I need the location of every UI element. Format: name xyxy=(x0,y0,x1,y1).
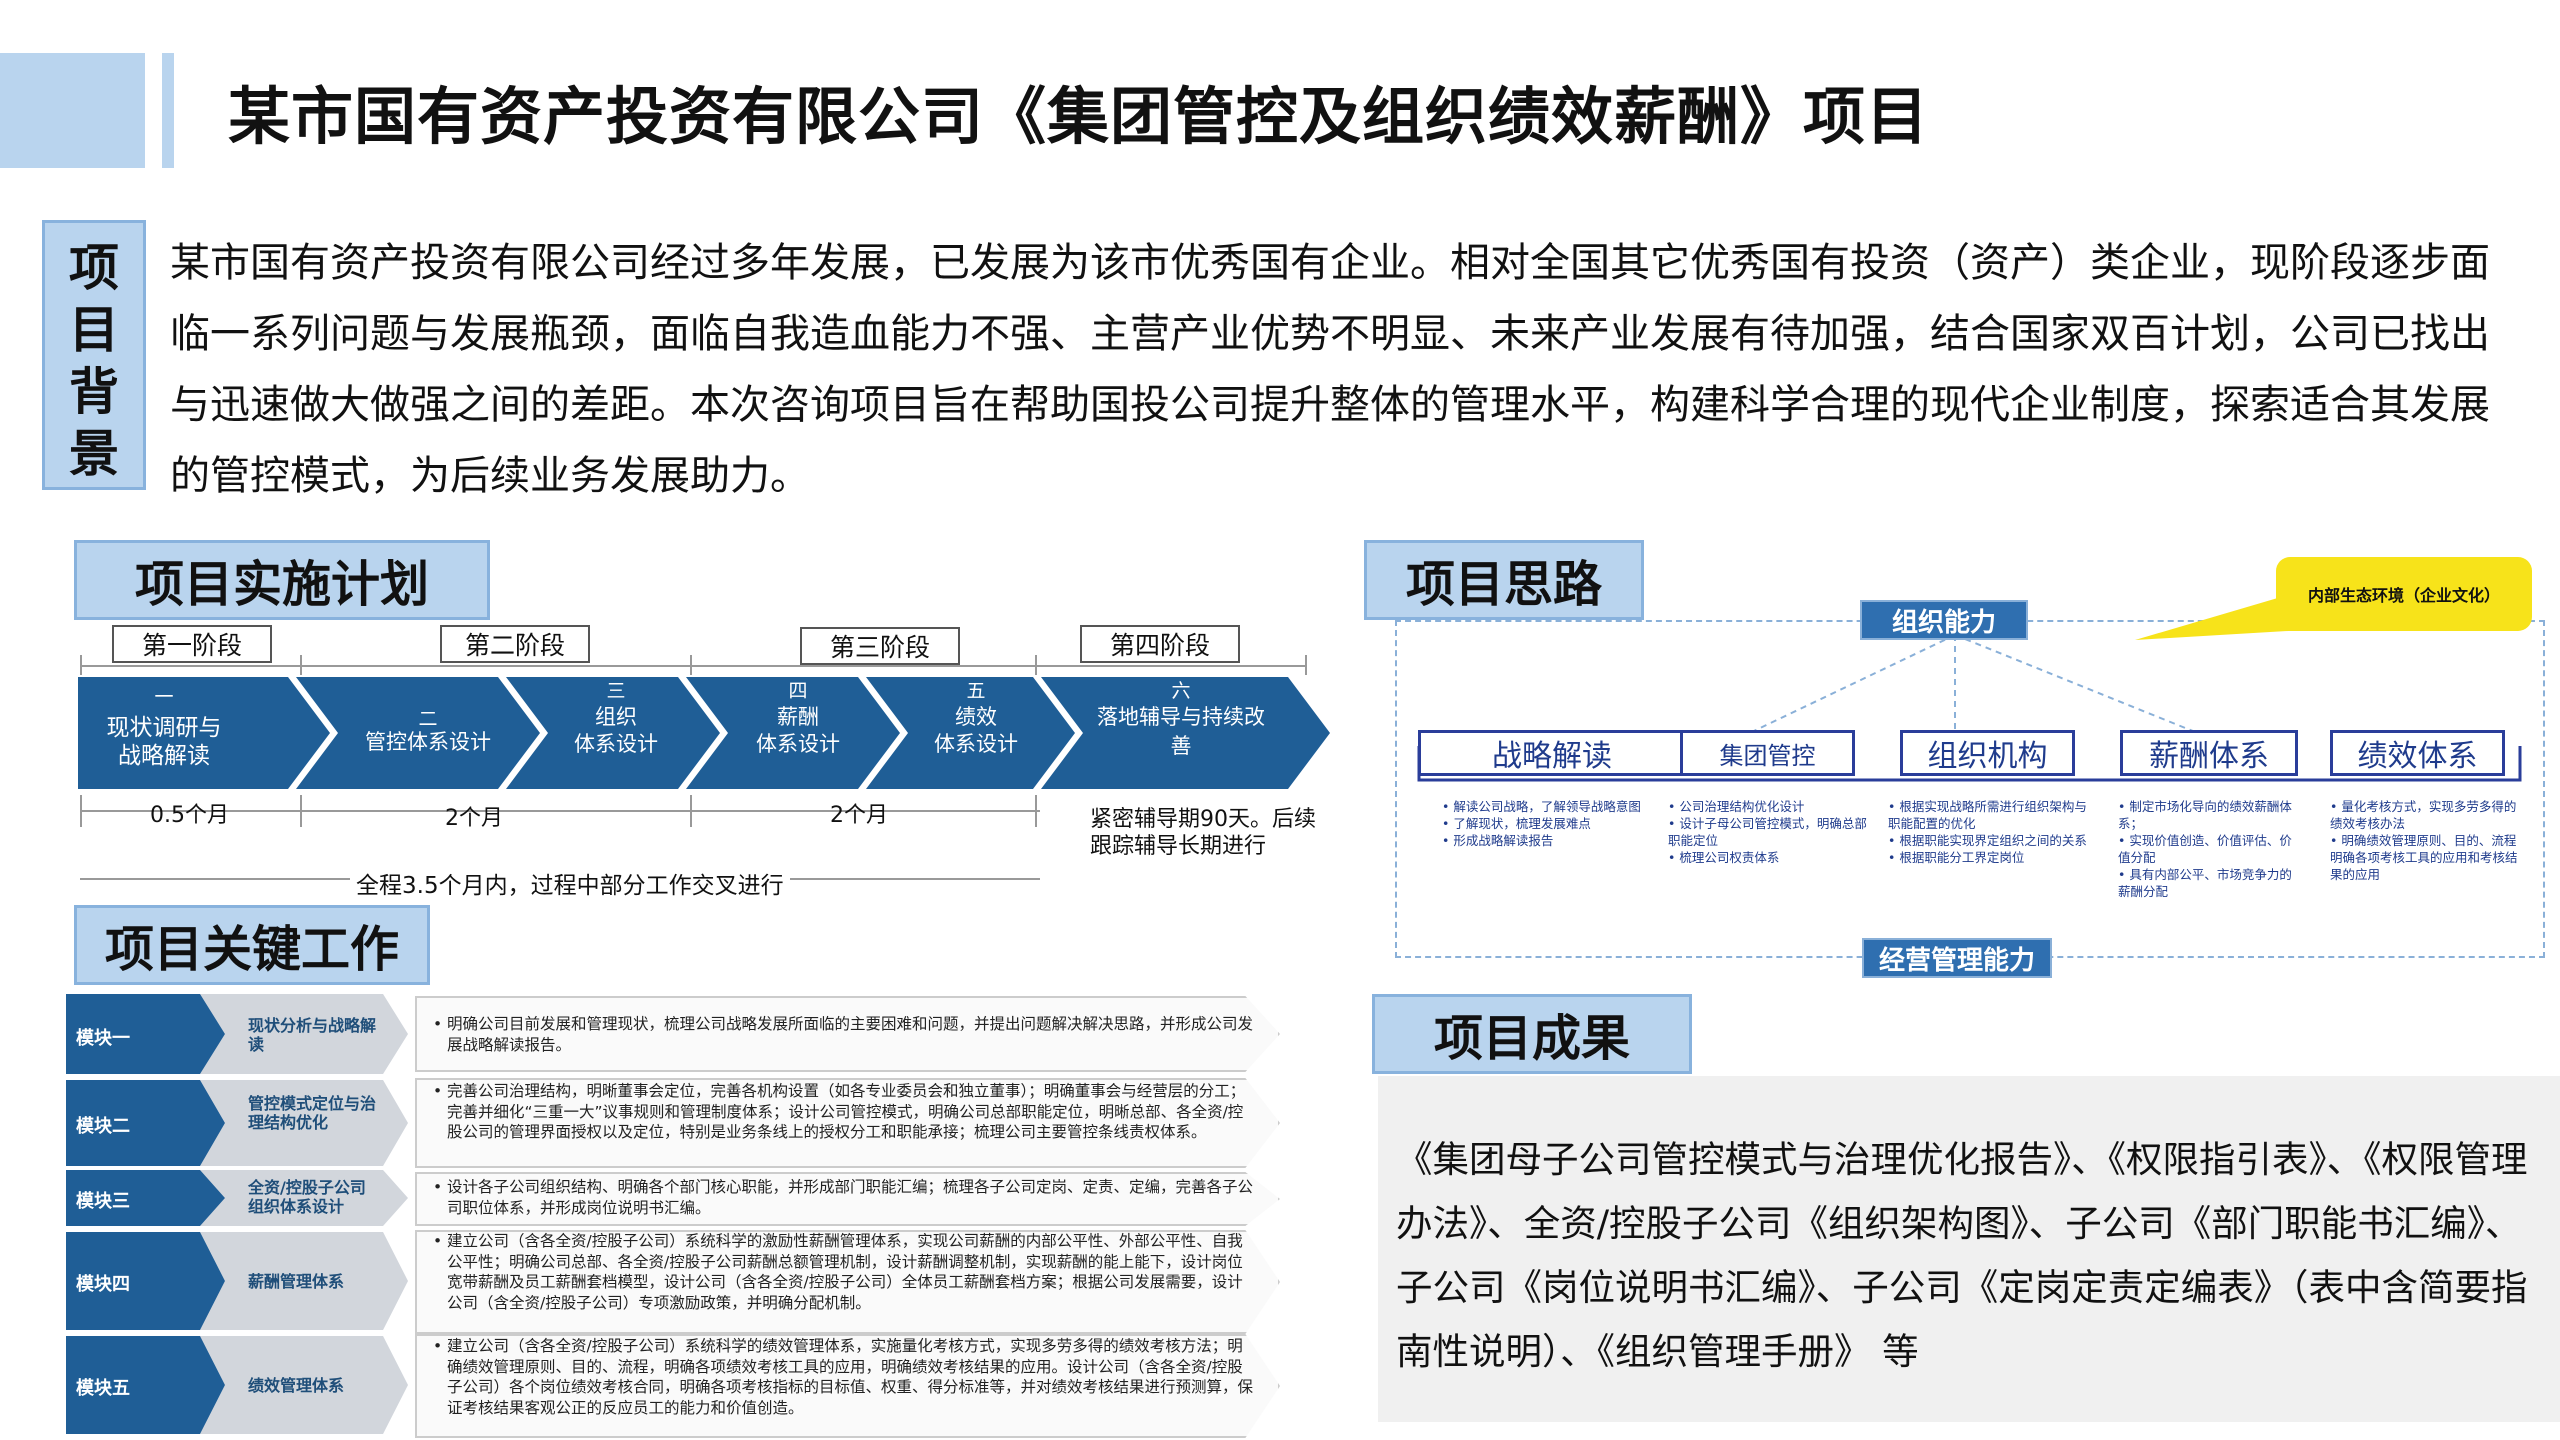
note-performance: • 量化考核方式，实现多劳多得的绩效考核办法• 明确绩效管理原则、目的、流程明确… xyxy=(2330,799,2518,882)
plan-note: 全程3.5个月内，过程中部分工作交叉进行 xyxy=(350,866,790,900)
tick xyxy=(300,795,302,827)
stage-3-label: 第三阶段 xyxy=(800,627,960,665)
tick xyxy=(690,795,692,827)
step-4-num: 四 xyxy=(788,680,807,702)
stage-1-label: 第一阶段 xyxy=(112,625,272,663)
module-3-topic: 全资/控股子公司组织体系设计 xyxy=(248,1178,366,1216)
step-5-num: 五 xyxy=(966,680,985,702)
box-strategy: 战略解读 xyxy=(1418,730,1686,776)
culture-bubble: 内部生态环境（企业文化） xyxy=(2276,557,2532,631)
bubble-pointer xyxy=(2135,590,2305,640)
step-1-line2: 战略解读 xyxy=(118,743,210,769)
stage-line-top xyxy=(80,665,1305,667)
chevron-step-1 xyxy=(78,677,330,789)
module-4-topic-box xyxy=(200,1232,408,1330)
step-4-line1: 薪酬 xyxy=(777,705,819,729)
module-2-name: 模块二 xyxy=(76,1116,130,1137)
plan-tail-note: 紧密辅导期90天。后续跟踪辅导长期进行 xyxy=(1090,807,1316,859)
module-1-topic-box xyxy=(200,994,408,1074)
step-3-line2: 体系设计 xyxy=(574,732,658,756)
results-heading: 项目成果 xyxy=(1372,994,1692,1074)
module-5-name: 模块五 xyxy=(76,1378,130,1399)
step-2-num: 二 xyxy=(418,708,437,730)
step-6-num: 六 xyxy=(1171,680,1190,702)
module-1-desc: 明确公司目前发展和管理现状，梳理公司战略发展所面临的主要困难和问题，并提出问题解… xyxy=(433,1014,1257,1055)
step-4-line2: 体系设计 xyxy=(756,732,840,756)
note-organization: • 根据实现战略所需进行组织架构与职能配置的优化• 根据职能实现界定组织之间的关… xyxy=(1888,799,2087,865)
tick xyxy=(1035,795,1037,827)
module-5-topic-box xyxy=(200,1336,408,1434)
step-5-line1: 绩效 xyxy=(955,705,997,729)
stage-4-label: 第四阶段 xyxy=(1080,625,1240,663)
duration-line xyxy=(80,810,1040,812)
step-3-line1: 组织 xyxy=(595,705,637,729)
plan-chevrons: 一 现状调研与 战略解读 二 管控体系设计 三 组织 体系设计 四 薪酬 体系设… xyxy=(78,677,1330,789)
module-1-topic: 现状分析与战略解读 xyxy=(248,1016,377,1054)
tick xyxy=(1035,655,1037,675)
module-4-topic: 薪酬管理体系 xyxy=(248,1272,345,1291)
step-5-line2: 体系设计 xyxy=(934,732,1018,756)
note-compensation: • 制定市场化导向的绩效薪酬体系；• 实现价值创造、价值评估、价值分配• 具有内… xyxy=(2118,799,2292,899)
duration-1: 0.5个月 xyxy=(150,803,229,828)
bottom-capability: 经营管理能力 xyxy=(1862,938,2052,978)
chevron-step-5 xyxy=(866,677,1075,789)
module-3-desc: 设计各子公司组织结构、明确各个部门核心职能，并形成部门职能汇编；梳理各子公司定岗… xyxy=(433,1177,1257,1218)
box-group-control: 集团管控 xyxy=(1680,730,1855,776)
chevron-step-3 xyxy=(506,677,720,789)
module-5-desc: 建立公司（含各全资/控股子公司）系统科学的绩效管理体系，实施量化考核方式，实现多… xyxy=(433,1336,1257,1418)
results-text: 《集团母子公司管控模式与治理优化报告》、《权限指引表》、《权限管理办法》、全资/… xyxy=(1396,1138,2528,1373)
module-5-topic: 绩效管理体系 xyxy=(248,1376,345,1395)
box-organization: 组织机构 xyxy=(1900,730,2075,776)
thinking-heading: 项目思路 xyxy=(1364,540,1644,620)
module-4-name: 模块四 xyxy=(76,1274,130,1295)
step-6-line1: 落地辅导与持续改 xyxy=(1097,705,1265,729)
chevron-step-4 xyxy=(686,677,900,789)
keywork-heading: 项目关键工作 xyxy=(74,905,430,985)
step-2-line1: 管控体系设计 xyxy=(365,730,491,754)
plan-heading: 项目实施计划 xyxy=(74,540,490,620)
top-capability: 组织能力 xyxy=(1860,600,2028,640)
tick xyxy=(80,655,82,675)
step-3-num: 三 xyxy=(606,680,625,702)
module-2-desc: 完善公司治理结构，明晰董事会定位，完善各机构设置（如各专业委员会和独立董事）；明… xyxy=(433,1081,1257,1143)
tick xyxy=(300,655,302,675)
duration-3: 2个月 xyxy=(830,803,888,828)
background-text: 某市国有资产投资有限公司经过多年发展，已发展为该市优秀国有企业。相对全国其它优秀… xyxy=(170,240,2490,499)
tick xyxy=(80,795,82,827)
module-4-desc: 建立公司（含各全资/控股子公司）系统科学的激励性薪酬管理体系，实现公司薪酬的内部… xyxy=(433,1231,1257,1313)
duration-2: 2个月 xyxy=(445,806,503,831)
box-compensation: 薪酬体系 xyxy=(2120,730,2298,776)
chevron-step-6 xyxy=(1041,677,1330,789)
module-3-name: 模块三 xyxy=(76,1191,130,1212)
step-1-line1: 现状调研与 xyxy=(107,715,222,741)
note-group-control: • 公司治理结构优化设计• 设计子母公司管控模式，明确总部职能定位• 梳理公司权… xyxy=(1668,799,1867,865)
module-3-topic-box xyxy=(200,1170,408,1226)
stage-2-label: 第二阶段 xyxy=(440,625,590,663)
chevron-step-2 xyxy=(296,677,540,789)
note-strategy: • 解读公司战略，了解领导战略意图• 了解现状，梳理发展难点• 形成战略解读报告 xyxy=(1442,799,1641,848)
module-2-topic-box xyxy=(200,1080,408,1166)
tick xyxy=(1305,655,1307,675)
module-2-topic: 管控模式定位与治理结构优化 xyxy=(248,1094,377,1132)
tick xyxy=(690,655,692,675)
page-title: 某市国有资产投资有限公司《集团管控及组织绩效薪酬》项目 xyxy=(228,80,1930,153)
background-label: 项目背景 xyxy=(42,220,146,490)
header-decor-bar xyxy=(162,53,174,168)
module-1-name: 模块一 xyxy=(76,1028,130,1049)
thinking-connectors xyxy=(1734,590,2305,741)
step-6-line2: 善 xyxy=(1171,734,1192,758)
box-performance: 绩效体系 xyxy=(2330,730,2505,776)
header-decor-block xyxy=(0,53,145,168)
step-1-num: 一 xyxy=(154,686,173,708)
results-panel xyxy=(1378,1076,2560,1422)
